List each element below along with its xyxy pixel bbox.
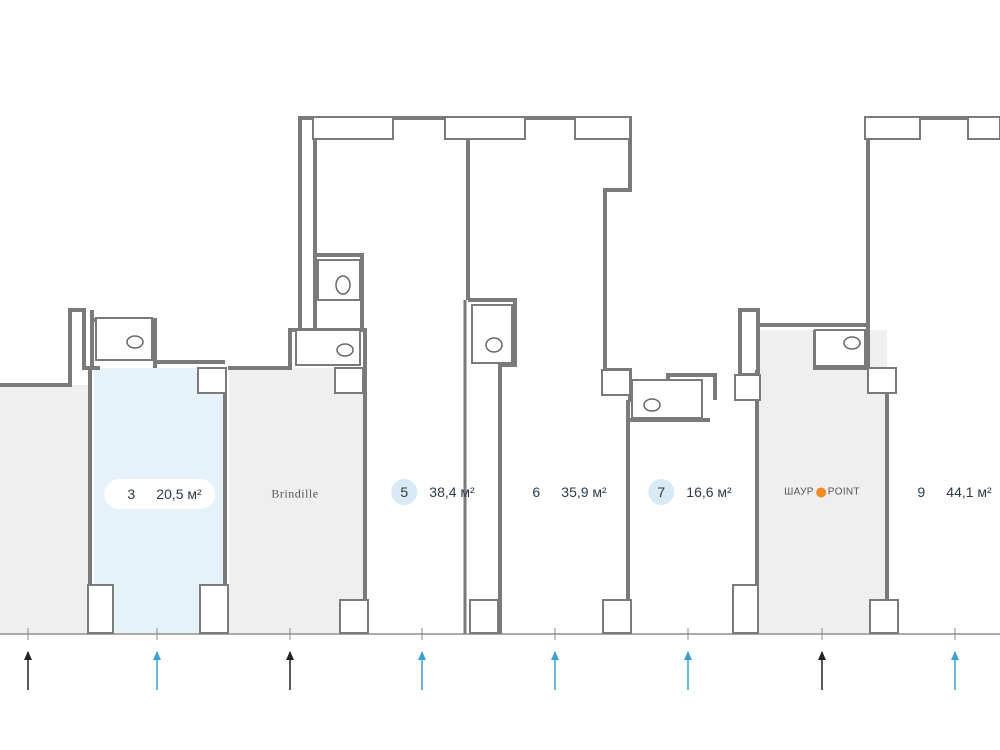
unit-number: 7 (648, 479, 675, 505)
unit-5-label[interactable]: 5 38,4 м² (377, 477, 488, 507)
unit-number: 5 (391, 479, 418, 505)
arrow-head-icon (818, 651, 826, 660)
arrow-head-icon (951, 651, 959, 660)
logo-text-right: POINT (827, 486, 860, 498)
unit-6-label[interactable]: 6 35,9 м² (509, 477, 620, 507)
tenant-logo-brindille: Brindille (271, 486, 319, 501)
unit-number: 3 (127, 486, 136, 502)
arrow-head-icon (153, 651, 161, 660)
arrow-head-icon (24, 651, 32, 660)
arrow-head-icon (551, 651, 559, 660)
unit-2-fill[interactable] (0, 385, 88, 633)
unit-number: 6 (532, 484, 541, 500)
tenant-logo-shaurpoint: ШАУР POINT (784, 487, 860, 498)
logo-text-left: ШАУР (784, 486, 814, 498)
unit-area: 44,1 м² (946, 484, 992, 500)
unit-8-fill[interactable] (757, 330, 887, 633)
unit-area: 38,4 м² (429, 484, 475, 500)
toilet-icons (126, 275, 861, 412)
unit-area: 16,6 м² (686, 484, 732, 500)
unit-number: 9 (917, 484, 926, 500)
unit-3-label[interactable]: 3 20,5 м² (104, 479, 216, 509)
logo-dot-icon (815, 487, 826, 497)
unit-4-fill[interactable] (229, 368, 363, 633)
unit-area: 20,5 м² (156, 486, 202, 502)
arrow-head-icon (286, 651, 294, 660)
unit-area: 35,9 м² (561, 484, 607, 500)
arrow-head-icon (684, 651, 692, 660)
arrow-head-icon (418, 651, 426, 660)
unit-7-label[interactable]: 7 16,6 м² (634, 477, 745, 507)
unit-9-label[interactable]: 9 44,1 м² (894, 477, 1000, 507)
